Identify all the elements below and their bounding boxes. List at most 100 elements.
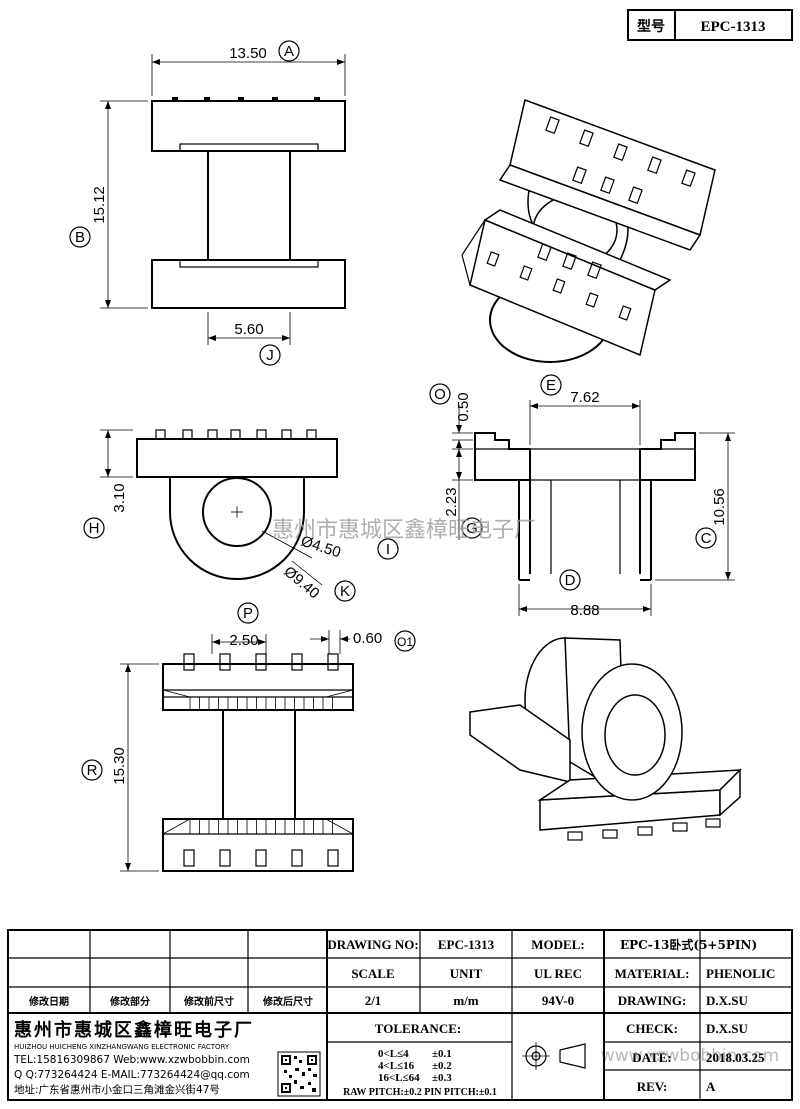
front-view: Ø4.50 Ø9.40 3.10 (100, 429, 343, 602)
callout-k: K (334, 580, 356, 602)
isometric-view-top (461, 99, 716, 363)
dim-o-value: 0.50 (455, 392, 472, 421)
material-value: PHENOLIC (706, 966, 775, 981)
dim-r-value: 15.30 (111, 747, 128, 785)
svg-text:O: O (434, 386, 446, 403)
scale-label: SCALE (351, 966, 394, 981)
dim-a-value: 13.50 (229, 45, 267, 62)
scale-value: 2/1 (365, 993, 382, 1008)
callouts: A B J H I K P O1 R O E G C D (69, 40, 717, 781)
svg-text:O1: O1 (397, 635, 413, 649)
pitch-note: RAW PITCH:±0.2 PIN PITCH:±0.1 (343, 1087, 497, 1098)
type-label: 型号 (637, 18, 665, 35)
ul-label: UL REC (534, 966, 582, 981)
date-value: 2018.03.25 (706, 1050, 765, 1065)
callout-o: O (429, 383, 451, 405)
front-view-pins (155, 429, 317, 440)
company-name-cn: 惠州市惠城区鑫樟旺电子厂 (14, 1019, 254, 1041)
callout-h: H (83, 517, 105, 539)
side-view: 7.62 0.50 2.23 10.56 8.88 (443, 389, 735, 619)
dim-j-value: 5.60 (234, 321, 263, 338)
svg-text:P: P (243, 605, 253, 622)
callout-i: I (377, 538, 399, 560)
flange-chamfer (162, 689, 191, 698)
drawing-label: DRAWING: (618, 993, 687, 1008)
isometric-bottom-pins (567, 818, 721, 841)
bottom-view: 2.50 0.60 15.30 (111, 630, 382, 872)
tol-value-2: ±0.2 (432, 1060, 452, 1072)
rev-col-date: 修改日期 (28, 995, 69, 1008)
check-label: CHECK: (626, 1021, 678, 1036)
callout-b: B (69, 226, 91, 248)
title-block: 修改日期 修改部分 修改前尺寸 修改后尺寸 DRAWING NO: EPC-13… (7, 929, 793, 1101)
drawing-no: EPC-1313 (438, 937, 495, 952)
svg-text:J: J (266, 347, 274, 364)
top-view-pins (172, 97, 320, 101)
callout-c: C (695, 527, 717, 549)
svg-text:G: G (466, 520, 478, 537)
dim-b-value: 15.12 (91, 186, 108, 224)
company-address: 地址:广东省惠州市小金口三角滩金兴街47号 (14, 1083, 220, 1096)
rev-label: REV: (637, 1079, 668, 1094)
bottom-view-pins (183, 653, 339, 867)
type-value: EPC-1313 (701, 19, 766, 35)
drawing-no-label: DRAWING NO: (327, 937, 418, 952)
qr-code-icon (277, 1051, 321, 1097)
model-value: EPC-13卧式(5+5PIN) (620, 937, 757, 952)
flange-chamfer (325, 818, 354, 835)
flange-chamfer (162, 818, 191, 835)
callout-a: A (278, 40, 300, 62)
rev-col-before: 修改前尺寸 (183, 995, 234, 1008)
rev-col-part: 修改部分 (109, 995, 150, 1008)
callout-o1: O1 (394, 630, 416, 652)
callout-j: J (259, 344, 281, 366)
callout-d: D (559, 569, 581, 591)
tol-range-2: 4<L≤16 (378, 1060, 415, 1072)
date-label: DATE: (632, 1050, 671, 1065)
svg-text:H: H (89, 520, 100, 537)
callout-g: G (461, 517, 483, 539)
dim-c-value: 10.56 (711, 488, 728, 526)
drawing-by: D.X.SU (706, 993, 749, 1008)
type-box: 型号 EPC-1313 (627, 9, 793, 41)
projection-symbol-icon (522, 1042, 586, 1070)
dim-h-value: 3.10 (111, 483, 128, 512)
svg-text:C: C (701, 530, 712, 547)
isometric-top-pins (486, 116, 696, 321)
tol-range-3: 16<L≤64 (378, 1072, 420, 1084)
model-label: MODEL: (531, 937, 584, 952)
svg-text:A: A (284, 43, 294, 60)
tol-value-3: ±0.3 (432, 1072, 452, 1084)
callout-p: P (237, 602, 259, 624)
bottom-view-ribs (162, 689, 354, 835)
svg-text:R: R (87, 762, 98, 779)
tol-value-1: ±0.1 (432, 1048, 452, 1060)
dim-g-value: 2.23 (443, 487, 460, 516)
check-by: D.X.SU (706, 1021, 749, 1036)
company-name-en: HUIZHOU HUICHENG XINZHANGWANG ELECTRONIC… (14, 1043, 230, 1051)
svg-text:K: K (340, 583, 350, 600)
tolerance-label: TOLERANCE: (375, 1021, 461, 1036)
callout-r: R (81, 759, 103, 781)
dim-e-value: 7.62 (570, 389, 599, 406)
callout-e: E (540, 374, 562, 396)
flange-chamfer (325, 689, 354, 698)
rev-value: A (706, 1079, 716, 1094)
svg-text:D: D (565, 572, 576, 589)
unit-label: UNIT (450, 966, 483, 981)
top-view: 13.50 15.12 5.60 (91, 45, 346, 345)
isometric-view-bottom (469, 637, 742, 841)
dim-d-value: 8.88 (570, 602, 599, 619)
company-qq: Q Q:773264424 E-MAIL:773264424@qq.com (14, 1069, 250, 1081)
unit-value: m/m (453, 993, 478, 1008)
watermark-url: www.xzwbobbin.com (601, 1046, 779, 1066)
rev-col-after: 修改后尺寸 (262, 995, 313, 1008)
dim-o1-value: 0.60 (353, 630, 382, 647)
company-tel: TEL:15816309867 Web:www.xzwbobbin.com (13, 1054, 250, 1066)
watermark: 惠州市惠城区鑫樟旺电子厂 (272, 518, 536, 543)
svg-text:B: B (75, 229, 85, 246)
svg-text:E: E (546, 377, 556, 394)
svg-text:I: I (386, 541, 390, 558)
ul-value: 94V-0 (542, 993, 574, 1008)
